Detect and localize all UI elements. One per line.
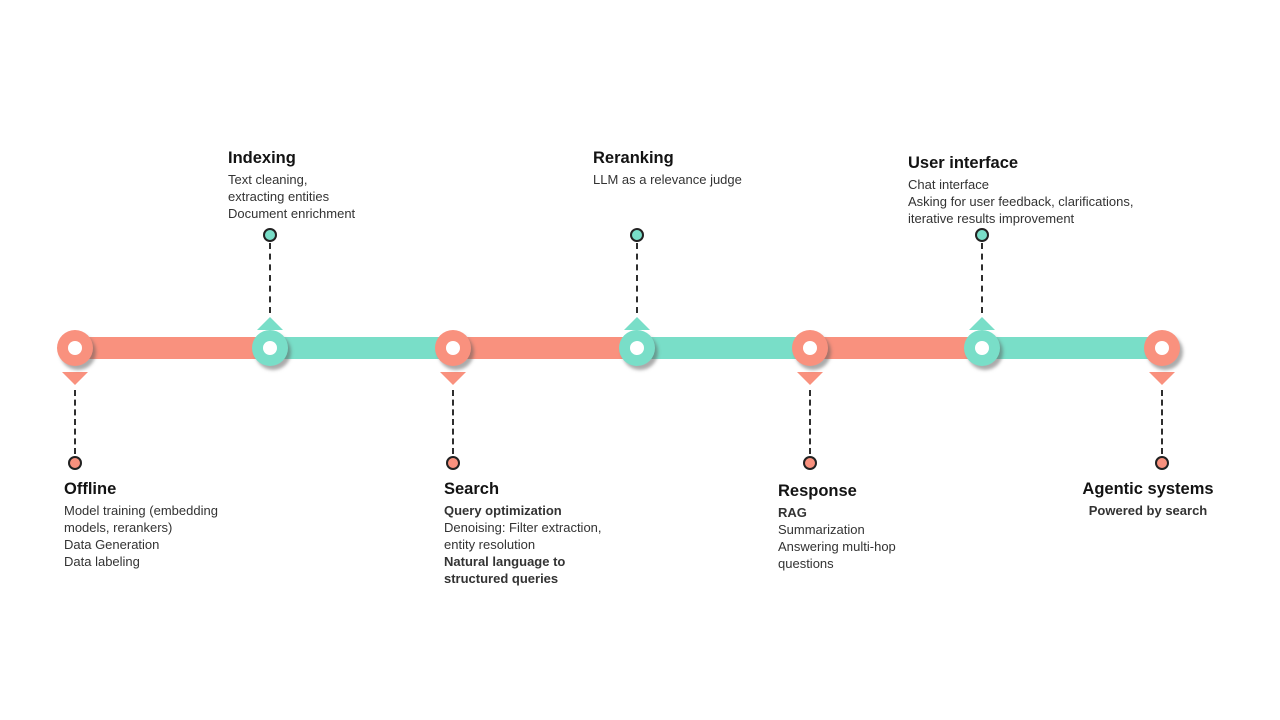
stage-detail: entity resolution (444, 537, 536, 552)
connector-end-dot (446, 456, 460, 470)
stage-title: Reranking (593, 149, 674, 167)
timeline-segment-offline-indexing (75, 337, 270, 359)
stage-detail: Powered by search (1088, 503, 1208, 518)
dashed-connector (74, 390, 76, 454)
dashed-connector (269, 243, 271, 313)
stage-detail: Text cleaning, (228, 172, 308, 187)
stage-detail: Denoising: Filter extraction, (444, 520, 602, 535)
stage-detail: extracting entities (228, 189, 330, 204)
stage-detail: Document enrichment (228, 206, 356, 221)
node-hole (1155, 341, 1169, 355)
triangle-up-icon (969, 317, 995, 330)
stage-title: User interface (908, 154, 1019, 172)
stage-label-response: Response RAG Summarization Answering mul… (778, 480, 896, 572)
connector-end-dot (1155, 456, 1169, 470)
timeline-segment-search-reranking (453, 337, 637, 359)
stage-detail: Query optimization (444, 503, 562, 518)
dashed-connector (809, 390, 811, 454)
timeline-node-reranking (619, 330, 655, 366)
node-hole (446, 341, 460, 355)
timeline-segment-reranking-response (637, 337, 810, 359)
timeline-node-user-interface (964, 330, 1000, 366)
dashed-connector (981, 243, 983, 313)
stage-detail: Data labeling (64, 554, 140, 569)
triangle-down-icon (440, 372, 466, 385)
connector-end-dot (975, 228, 989, 242)
stage-detail: Model training (embedding (64, 503, 218, 518)
stage-detail: questions (778, 556, 834, 571)
node-hole (68, 341, 82, 355)
stage-detail: iterative results improvement (908, 211, 1075, 226)
node-hole (630, 341, 644, 355)
stage-detail: Asking for user feedback, clarifications… (908, 194, 1134, 209)
timeline-node-indexing (252, 330, 288, 366)
stage-title: Offline (64, 480, 117, 498)
triangle-down-icon (797, 372, 823, 385)
dashed-connector (636, 243, 638, 313)
stage-detail: Chat interface (908, 177, 989, 192)
triangle-down-icon (62, 372, 88, 385)
stage-label-offline: Offline Model training (embedding models… (64, 478, 218, 570)
node-hole (803, 341, 817, 355)
connector-end-dot (68, 456, 82, 470)
stage-detail: Summarization (778, 522, 865, 537)
stage-title: Indexing (228, 149, 296, 167)
stage-label-reranking: Reranking LLM as a relevance judge (593, 147, 742, 188)
stage-detail: Answering multi-hop (778, 539, 896, 554)
timeline-node-agentic-systems (1144, 330, 1180, 366)
stage-label-search: Search Query optimization Denoising: Fil… (444, 478, 602, 587)
timeline-segment-indexing-search (270, 337, 453, 359)
stage-label-user-interface: User interface Chat interface Asking for… (908, 152, 1133, 227)
node-hole (263, 341, 277, 355)
triangle-up-icon (624, 317, 650, 330)
stage-detail: LLM as a relevance judge (593, 172, 742, 187)
timeline-node-offline (57, 330, 93, 366)
node-hole (975, 341, 989, 355)
stage-detail: RAG (778, 505, 807, 520)
triangle-up-icon (257, 317, 283, 330)
stage-title: Search (444, 480, 500, 498)
stage-detail: models, rerankers) (64, 520, 173, 535)
connector-end-dot (630, 228, 644, 242)
timeline-node-search (435, 330, 471, 366)
stage-label-indexing: Indexing Text cleaning, extracting entit… (228, 147, 355, 222)
stage-detail: Data Generation (64, 537, 160, 552)
dashed-connector (1161, 390, 1163, 454)
timeline-node-response (792, 330, 828, 366)
timeline-segment-response-ui (810, 337, 982, 359)
dashed-connector (452, 390, 454, 454)
connector-end-dot (263, 228, 277, 242)
stage-detail: structured queries (444, 571, 559, 586)
triangle-down-icon (1149, 372, 1175, 385)
stage-detail: Natural language to (444, 554, 566, 569)
stage-label-agentic-systems: Agentic systems Powered by search (1048, 478, 1248, 519)
stage-title: Response (778, 482, 857, 500)
connector-end-dot (803, 456, 817, 470)
stage-title: Agentic systems (1082, 480, 1214, 498)
timeline-segment-ui-agentic (982, 337, 1162, 359)
